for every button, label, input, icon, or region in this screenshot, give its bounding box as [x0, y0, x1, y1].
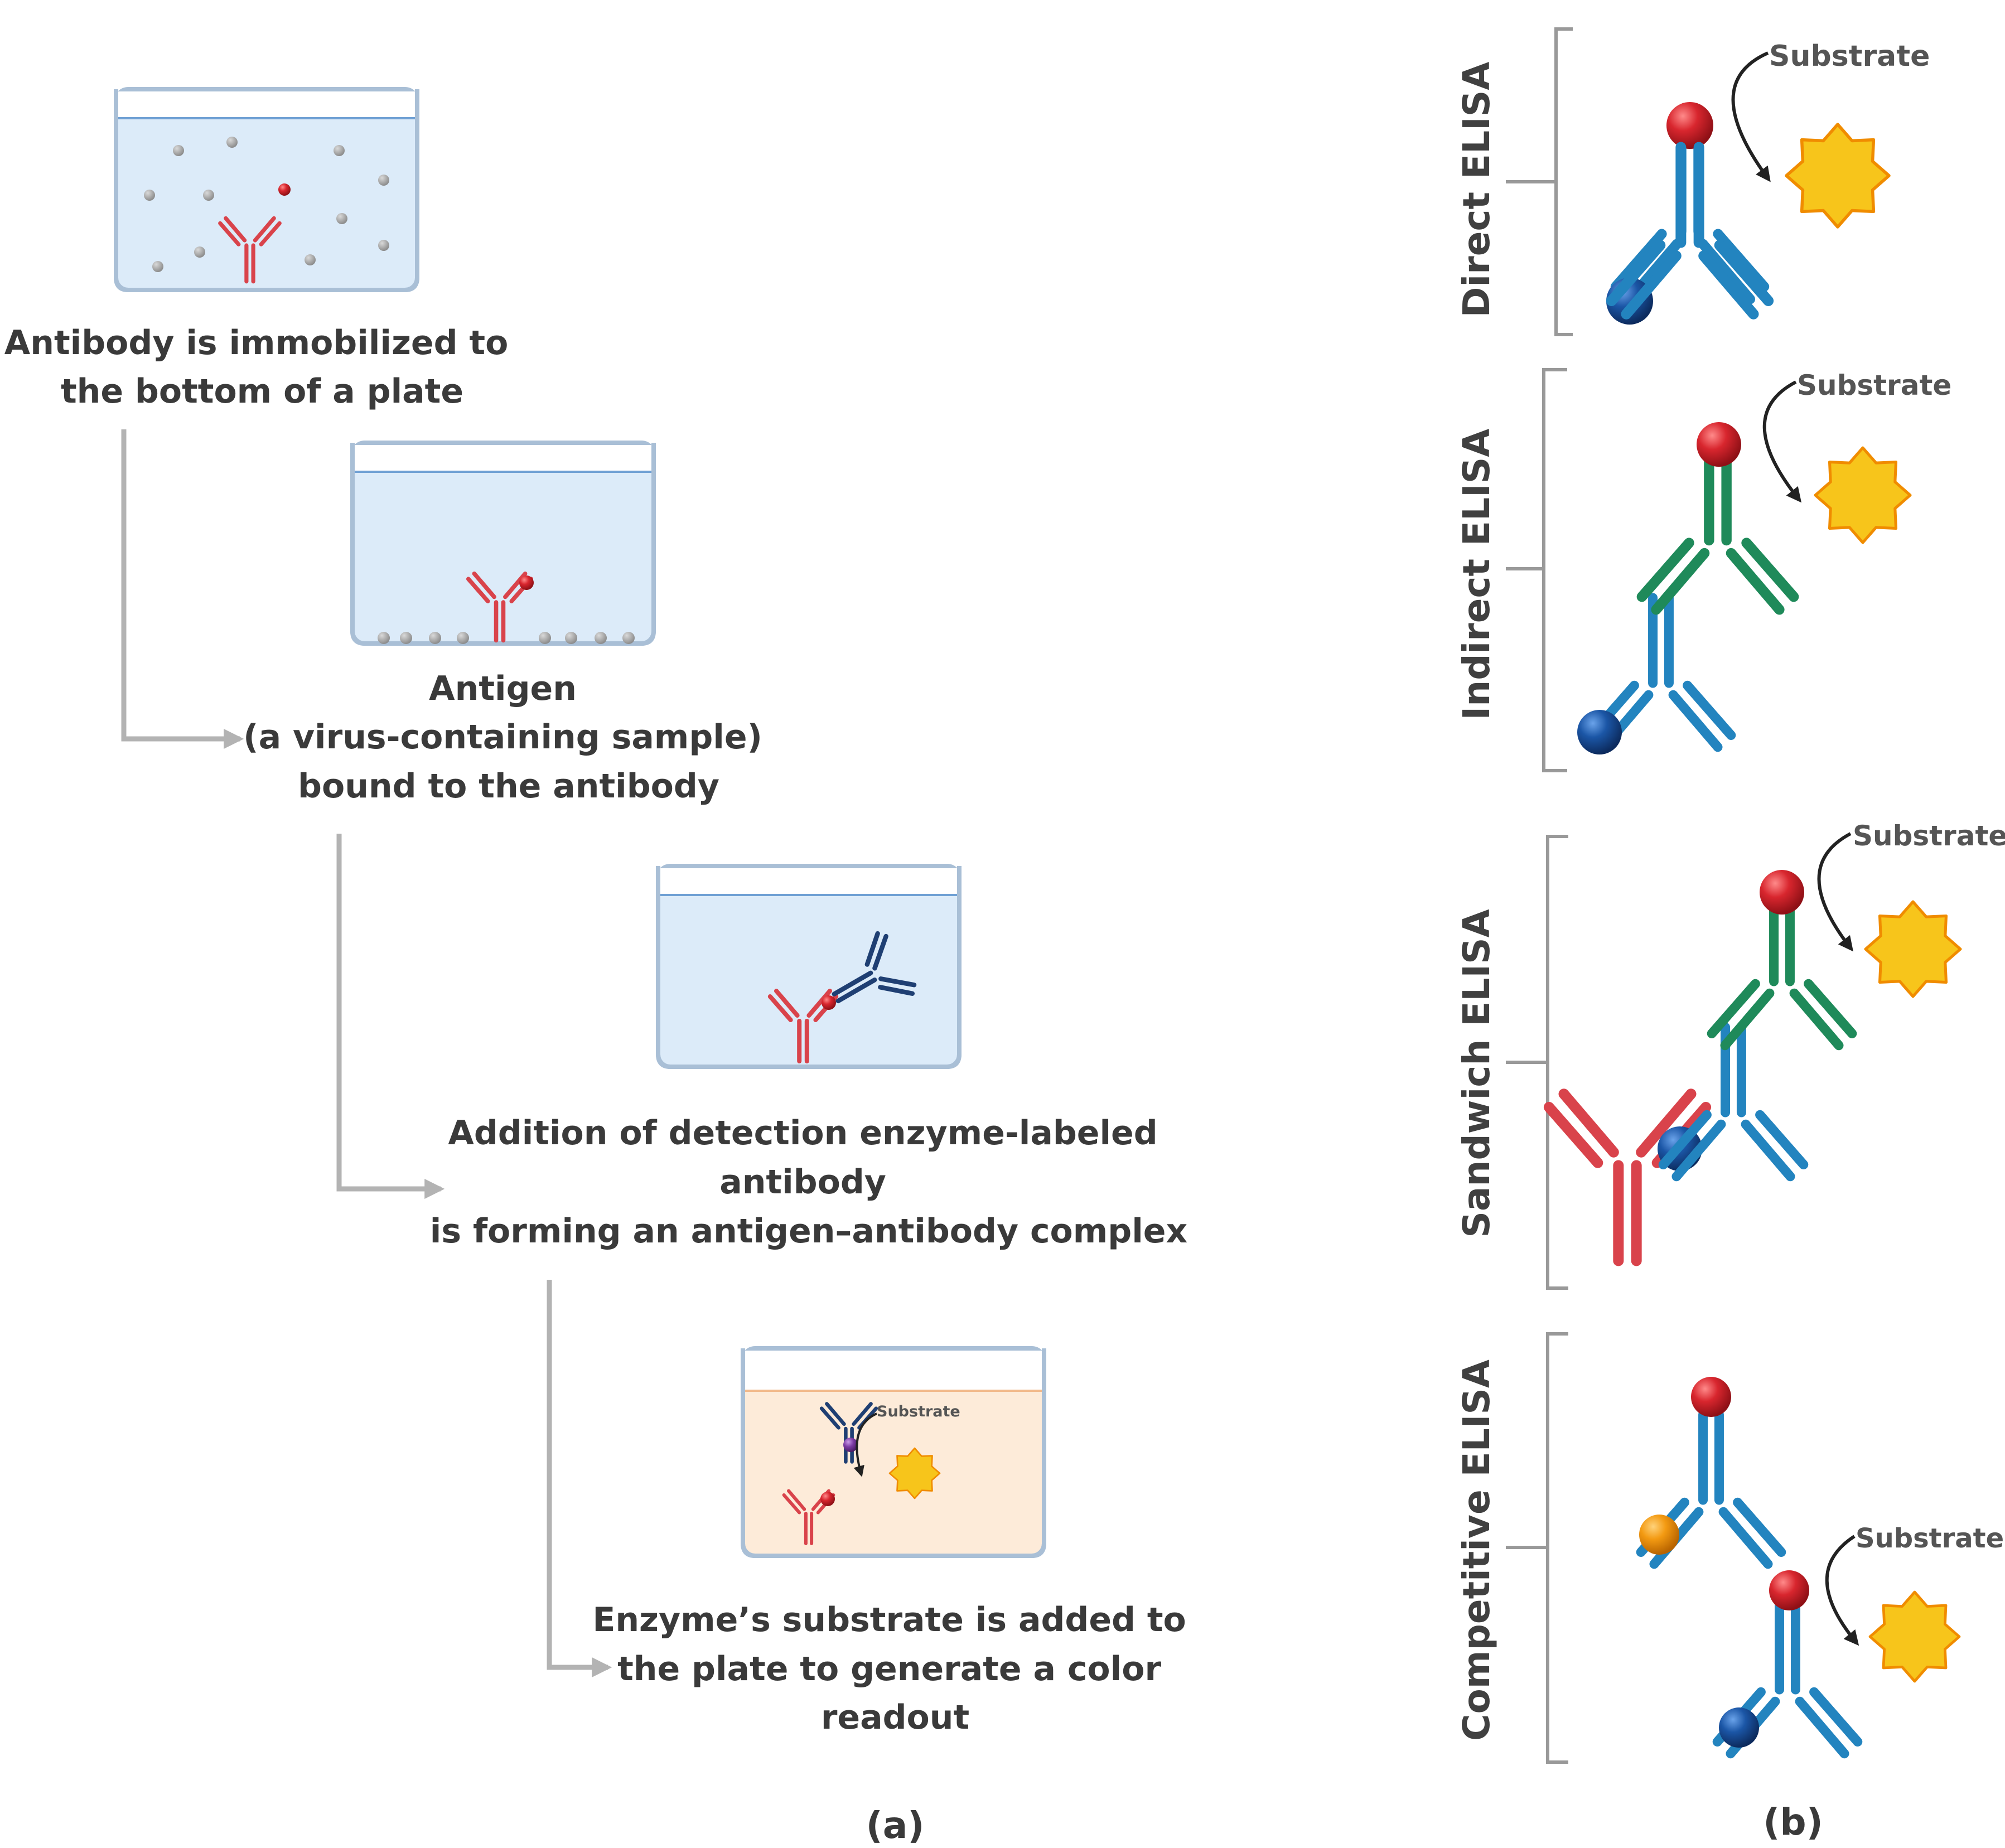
- substrate-label: Substrate: [1853, 820, 2005, 852]
- indirect-elisa-label: Indirect ELISA: [1455, 429, 1498, 720]
- antigen: [1577, 710, 1622, 754]
- enzyme: [1769, 1570, 1809, 1610]
- well-4: Substrate: [741, 1346, 1046, 1558]
- substrate-label: Substrate: [1769, 40, 1930, 73]
- indirect-elisa-diagram: Substrate: [1577, 369, 1951, 754]
- direct-elisa-label: Direct ELISA: [1455, 62, 1498, 318]
- competitive-elisa-label: Competitive ELISA: [1455, 1360, 1498, 1741]
- target-antigen: [278, 183, 291, 196]
- competing-antigen: [1639, 1515, 1679, 1555]
- enzyme: [1691, 1377, 1731, 1417]
- step-3-caption: Addition of detection enzyme-labeled ant…: [430, 1114, 1187, 1251]
- well-2: [352, 443, 654, 644]
- competitive-elisa-diagram: Substrate: [1639, 1377, 2004, 1754]
- flow-arrow-3: [547, 1280, 612, 1677]
- step-4-caption: Enzyme’s substrate is added to the plate…: [592, 1600, 1197, 1737]
- direct-elisa-diagram: Substrate: [1606, 40, 1930, 325]
- step-2-caption: Antigen (a virus-containing sample) boun…: [243, 669, 774, 806]
- enzyme: [1697, 422, 1741, 467]
- substrate-arrow: [853, 1412, 877, 1477]
- enzyme: [843, 1438, 858, 1452]
- enzyme: [1666, 102, 1713, 149]
- substrate-label: Substrate: [1856, 1523, 2004, 1554]
- flow-arrow-2: [336, 834, 445, 1199]
- sandwich-elisa-label: Sandwich ELISA: [1455, 909, 1498, 1237]
- free-antigen-particles: [144, 137, 389, 272]
- sandwich-elisa-diagram: Substrate: [1549, 820, 2005, 1261]
- bound-antigen: [822, 995, 836, 1010]
- bound-antigen: [820, 1492, 835, 1506]
- secondary-antibody: [1642, 448, 1794, 609]
- substrate-arrow: [1731, 51, 1771, 182]
- substrate-arrow: [1817, 832, 1853, 952]
- panel-a: Antibody is immobilized to the bottom of…: [4, 89, 1197, 1847]
- step-1-caption: Antibody is immobilized to the bottom of…: [4, 323, 520, 411]
- product-star: [1870, 1592, 1959, 1681]
- panel-a-label: (a): [866, 1804, 925, 1847]
- bound-particles: [378, 632, 635, 644]
- well-3: [658, 866, 959, 1067]
- panel-b-label: (b): [1763, 1801, 1823, 1844]
- substrate-arrow: [1825, 1535, 1859, 1646]
- substrate-arrow: [1762, 380, 1802, 503]
- panel-b: Direct ELISA Indirect ELISA Sandwich ELI…: [1455, 27, 2005, 1844]
- color-product-star: [888, 1447, 941, 1499]
- capture-antibody: [1549, 1094, 1706, 1261]
- antigen: [1719, 1707, 1759, 1748]
- product-star: [1786, 124, 1889, 227]
- brackets: [1506, 27, 1573, 1764]
- well-1: [116, 89, 417, 290]
- substrate-label: Substrate: [1797, 369, 1951, 401]
- well-substrate-label: Substrate: [877, 1403, 960, 1420]
- product-star: [1866, 902, 1960, 996]
- enzyme: [1760, 870, 1804, 915]
- flow-arrow-1: [121, 429, 244, 749]
- product-star: [1815, 448, 1910, 543]
- bound-antigen: [519, 575, 534, 590]
